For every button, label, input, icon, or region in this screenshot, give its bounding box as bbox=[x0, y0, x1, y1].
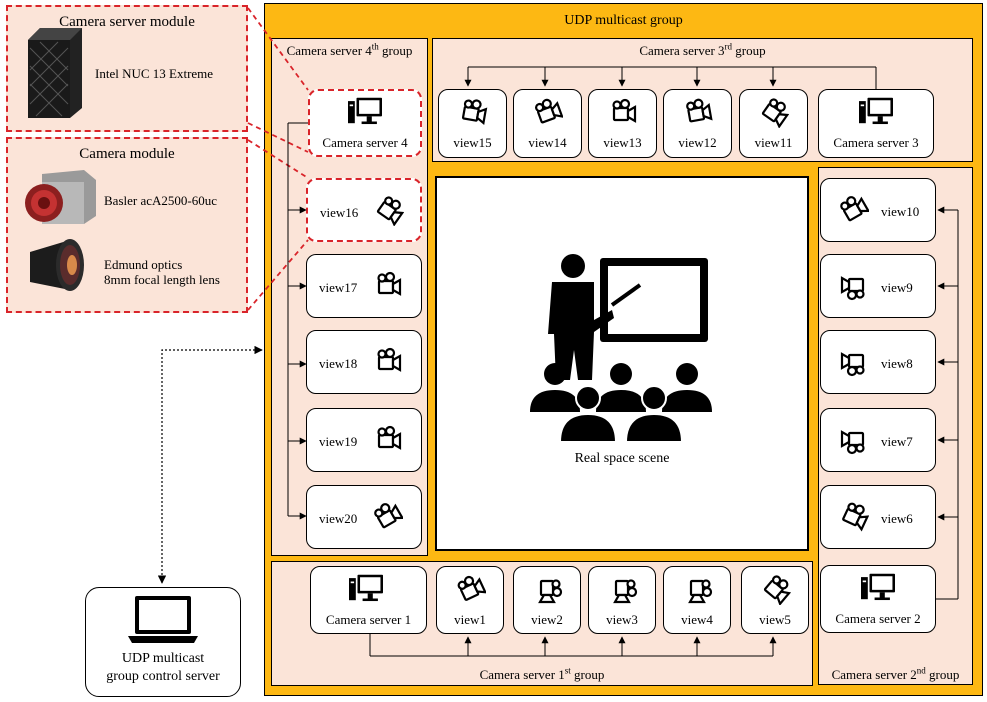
group4-connectors bbox=[287, 122, 308, 520]
server-monitor-icon bbox=[348, 96, 382, 135]
camera-module-camera-label: Basler acA2500-60uc bbox=[104, 193, 217, 208]
camera-server-module-item: Intel NUC 13 Extreme bbox=[95, 66, 214, 81]
view-label: view19 bbox=[319, 434, 358, 449]
camera-module-lens-line2: 8mm focal length lens bbox=[104, 272, 220, 287]
camera-server-1-card: Camera server 1 bbox=[310, 566, 427, 634]
view-label: view4 bbox=[681, 612, 713, 627]
server-monitor-icon bbox=[349, 573, 383, 612]
view-card-view1: view1 bbox=[436, 566, 504, 634]
view-label: view10 bbox=[881, 204, 920, 219]
udp-multicast-group-title: UDP multicast group bbox=[564, 13, 683, 28]
view-card-view4: view4 bbox=[663, 566, 731, 634]
view-label: view9 bbox=[881, 280, 913, 295]
callout-lines bbox=[247, 7, 309, 311]
camera-module-title: Camera module bbox=[79, 146, 175, 162]
camera-icon bbox=[373, 271, 403, 306]
camera-server-2-card: Camera server 2 bbox=[820, 565, 936, 633]
view-label: view1 bbox=[454, 612, 486, 627]
camera-server-module-title: Camera server module bbox=[59, 14, 195, 30]
view-label: view14 bbox=[528, 135, 567, 150]
camera-icon bbox=[533, 98, 564, 133]
group1-connectors bbox=[369, 633, 777, 657]
view-label: view17 bbox=[319, 280, 358, 295]
view-label: view15 bbox=[453, 135, 492, 150]
camera-icon bbox=[839, 425, 869, 460]
view-label: view8 bbox=[881, 356, 913, 371]
classroom-icon bbox=[530, 254, 712, 443]
view-label: view7 bbox=[881, 434, 913, 449]
view-card-view14: view14 bbox=[513, 89, 582, 158]
group3-title: Camera server 3rd group bbox=[639, 41, 766, 58]
nuc-tower-icon bbox=[28, 28, 82, 118]
camera-icon bbox=[683, 575, 713, 610]
camera-icon bbox=[839, 195, 871, 230]
camera-icon bbox=[839, 502, 870, 537]
view-card-view16: view16 bbox=[306, 178, 422, 242]
view-card-view7: view7 bbox=[820, 408, 936, 472]
view-label: view6 bbox=[881, 511, 913, 526]
view-label: view12 bbox=[678, 135, 717, 150]
laptop-icon bbox=[128, 596, 198, 643]
view-label: view2 bbox=[531, 612, 563, 627]
camera-icon bbox=[683, 98, 713, 133]
control-server-line2: group control server bbox=[106, 669, 220, 684]
view-card-view12: view12 bbox=[663, 89, 732, 158]
view-label: view20 bbox=[319, 511, 358, 526]
view-card-view18: view18 bbox=[306, 330, 422, 394]
view-card-view3: view3 bbox=[588, 566, 656, 634]
group1-title: Camera server 1st group bbox=[479, 665, 605, 682]
view-card-view10: view10 bbox=[820, 178, 936, 242]
camera-icon bbox=[373, 425, 403, 460]
camera-icon bbox=[839, 347, 869, 382]
camera-server-1-label: Camera server 1 bbox=[325, 612, 412, 627]
group2-title: Camera server 2nd group bbox=[831, 665, 960, 682]
view-card-view5: view5 bbox=[741, 566, 809, 634]
control-server-line1: UDP multicast bbox=[121, 651, 205, 666]
view-label: view5 bbox=[759, 612, 791, 627]
view-card-view9: view9 bbox=[820, 254, 936, 318]
group3-connectors bbox=[464, 66, 877, 89]
view-card-view8: view8 bbox=[820, 330, 936, 394]
view-card-view11: view11 bbox=[739, 89, 808, 158]
view-card-view17: view17 bbox=[306, 254, 422, 318]
view-card-view20: view20 bbox=[306, 485, 422, 549]
camera-server-2-label: Camera server 2 bbox=[835, 611, 921, 626]
view-card-view15: view15 bbox=[438, 89, 507, 158]
camera-server-4-card: Camera server 4 bbox=[308, 89, 422, 157]
camera-icon bbox=[456, 575, 488, 610]
view-label: view18 bbox=[319, 356, 358, 371]
camera-icon bbox=[373, 502, 405, 537]
camera-server-4-label: Camera server 4 bbox=[322, 135, 408, 150]
view-label: view16 bbox=[320, 205, 359, 220]
camera-icon bbox=[761, 575, 792, 610]
view-card-view13: view13 bbox=[588, 89, 657, 158]
camera-server-3-card: Camera server 3 bbox=[818, 89, 934, 158]
camera-icon bbox=[374, 196, 405, 231]
server-monitor-icon bbox=[861, 572, 895, 611]
real-space-scene-label: Real space scene bbox=[574, 451, 670, 466]
camera-icon bbox=[373, 347, 403, 382]
view-card-view6: view6 bbox=[820, 485, 936, 549]
view-card-view2: view2 bbox=[513, 566, 581, 634]
camera-icon bbox=[759, 98, 790, 133]
camera-icon bbox=[458, 98, 488, 133]
server-monitor-icon bbox=[859, 96, 893, 135]
group4-title: Camera server 4th group bbox=[286, 41, 413, 58]
camera-server-3-label: Camera server 3 bbox=[833, 135, 919, 150]
lens-icon bbox=[30, 239, 84, 291]
group2-connectors bbox=[936, 206, 959, 600]
camera-icon bbox=[608, 575, 638, 610]
view-label: view3 bbox=[606, 612, 638, 627]
view-card-view19: view19 bbox=[306, 408, 422, 472]
control-connector bbox=[157, 345, 263, 584]
camera-module-lens-line1: Edmund optics bbox=[104, 257, 183, 272]
view-label: view13 bbox=[603, 135, 642, 150]
camera-icon bbox=[608, 98, 638, 133]
basler-camera-icon bbox=[25, 170, 96, 224]
camera-icon bbox=[533, 575, 563, 610]
camera-icon bbox=[839, 271, 869, 306]
view-label: view11 bbox=[754, 135, 793, 150]
